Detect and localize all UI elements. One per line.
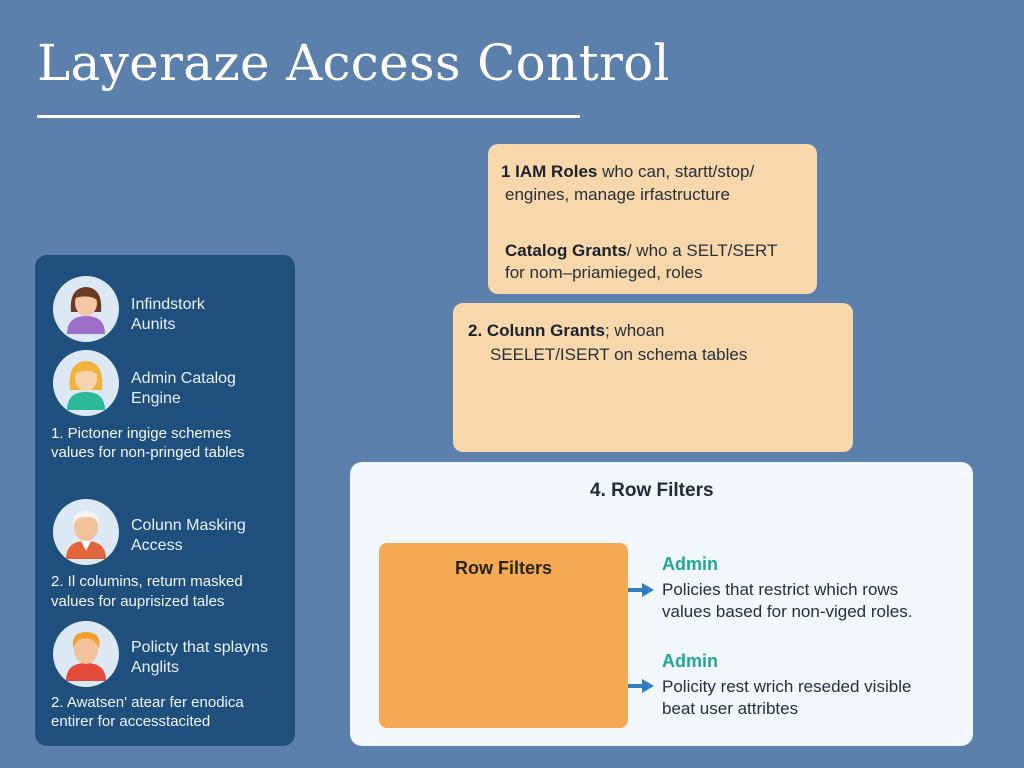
role-desc-3-line2: values for auprisized tales [51,593,225,610]
avatar-man-orange-hair-icon [53,621,119,687]
column-line-1: 2. Colunn Grants; whoan [468,320,665,341]
iam-catalog-card: 1 IAM Roles who can, startt/stop/ engine… [488,144,817,294]
roles-panel: Infindstork Aunits Admin Catalog Engine … [35,255,295,746]
role-name-2-line2: Engine [131,390,181,407]
column-line-1-text: ; whoan [604,321,665,340]
avatar-man-white-hair-icon [53,499,119,565]
arrow-right-icon [628,679,654,693]
catalog-line-1: Catalog Grants/ who a SELT/SERT [505,240,777,261]
iam-line-2: engines, manage irfastructure [505,185,730,204]
policy-2-head: Admin [662,651,718,671]
column-grants-card: 2. Colunn Grants; whoan SEELET/ISERT on … [453,303,853,452]
iam-roles-heading: 1 IAM Roles [501,162,598,181]
catalog-grants-heading: Catalog Grants [505,241,627,260]
iam-line-1-text: who can, startt/stop/ [597,162,755,181]
arrow-right-icon [628,583,654,597]
role-name-3-line2: Access [131,537,183,554]
role-name-3: Colunn Masking [131,517,246,534]
role-desc-2: 1. Pictoner ingige schemes [51,425,232,442]
role-name-1: Infindstork [131,296,205,313]
role-desc-2-line2: values for non-pringed tables [51,444,245,461]
avatar-woman-blonde-icon [53,350,119,416]
policy-1-line-1: Policies that restrict which rows [662,580,899,599]
catalog-line-1-text: / who a SELT/SERT [626,241,778,260]
iam-line-1: 1 IAM Roles who can, startt/stop/ [501,161,754,182]
role-desc-4-line2: entirer for accesstacited [51,713,211,730]
title-underline [37,115,580,118]
role-desc-3: 2. Il columins, return masked [51,573,243,590]
page-title: Layeraze Access Control [37,34,670,92]
row-filters-card: 4. Row Filters Row Filters Admin Policie… [350,462,973,746]
role-desc-4: 2. Awatsen' atear fer enodica [51,694,244,711]
column-grants-heading: 2. Colunn Grants [468,321,605,340]
role-name-4: Policty that splayns [131,639,268,656]
column-line-2: SEELET/ISERT on schema tables [490,345,748,364]
role-name-2: Admin Catalog [131,370,236,387]
policy-2-line-2: beat user attribtes [662,699,799,718]
row-filters-title: 4. Row Filters [590,480,714,501]
row-filters-box-label: Row Filters [454,558,552,578]
role-name-4-line2: Anglits [131,659,180,676]
policy-1-line-2: values based for non-viged roles. [662,602,913,621]
policy-2-line-1: Policity rest wrich reseded visible [662,677,912,696]
policy-1-head: Admin [662,554,718,574]
catalog-line-2: for nom–priamieged, roles [505,263,703,282]
avatar-woman-brown-hair-icon [53,276,119,342]
role-name-1-line2: Aunits [131,316,176,333]
row-filters-box: Row Filters [379,543,628,728]
